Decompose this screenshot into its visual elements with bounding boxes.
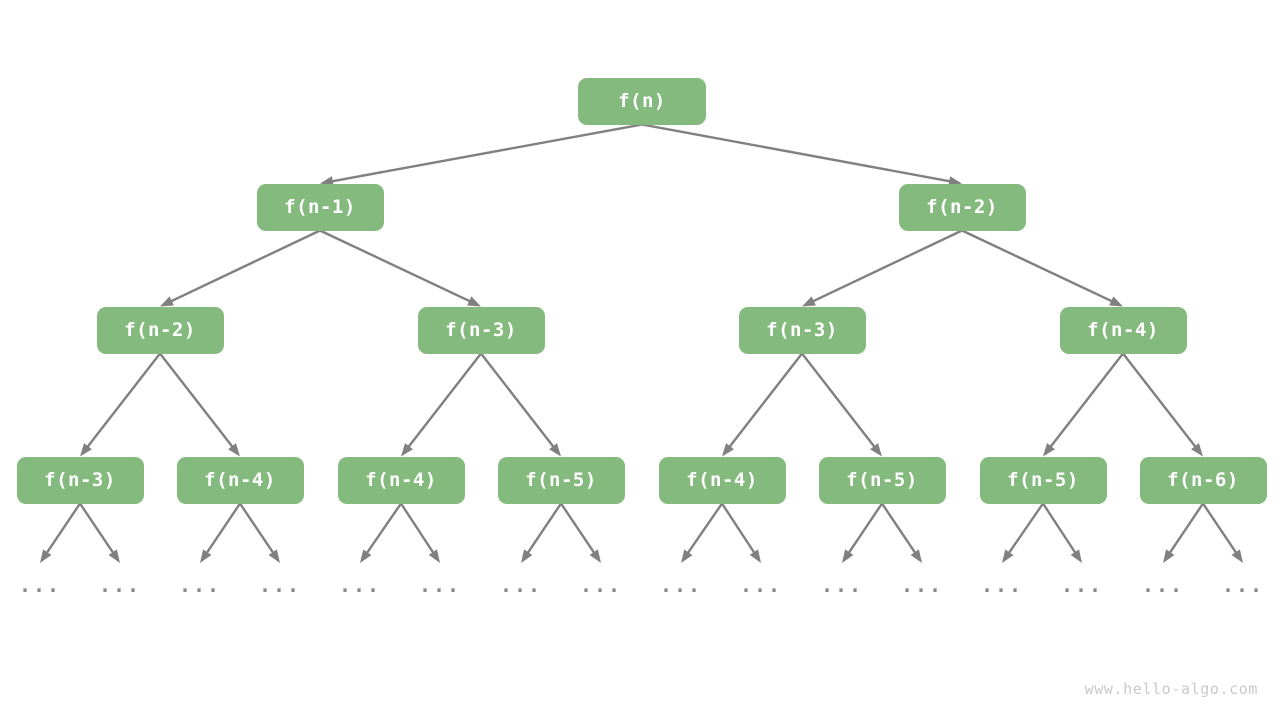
stub-edge-n11-to-e9: [720, 502, 761, 563]
stub-edge-n14-to-e14: [1163, 502, 1205, 563]
ellipsis-marker: ...: [659, 573, 703, 597]
ellipsis-marker: ...: [499, 573, 543, 597]
tree-node-n8: f(n-4): [176, 456, 304, 504]
stub-edge-n13-to-e12: [1002, 502, 1045, 563]
stub-edge-n7-to-e0: [40, 502, 82, 563]
stub-edge-n11-to-e8: [681, 502, 724, 563]
ellipsis-marker: ...: [980, 573, 1024, 597]
stub-edge-n10-to-e7: [559, 502, 601, 563]
watermark: www.hello-algo.com: [1084, 680, 1258, 698]
tree-node-n14: f(n-6): [1139, 456, 1267, 504]
ellipsis-marker: ...: [900, 573, 944, 597]
ellipsis-marker: ...: [418, 573, 462, 597]
tree-node-n2: f(n-2): [898, 183, 1026, 231]
edge-n5-to-n11: [722, 352, 804, 457]
ellipsis-marker: ...: [178, 573, 222, 597]
edge-n0-to-n1: [320, 123, 644, 187]
ellipsis-marker: ...: [18, 573, 62, 597]
edge-n4-to-n10: [479, 352, 561, 457]
stub-edge-n13-to-e13: [1041, 502, 1082, 563]
stub-edge-n12-to-e10: [842, 502, 884, 563]
tree-node-n11: f(n-4): [658, 456, 786, 504]
tree-node-n4: f(n-3): [417, 306, 545, 354]
edge-n6-to-n14: [1121, 352, 1203, 457]
tree-node-n13: f(n-5): [979, 456, 1107, 504]
stub-edge-n12-to-e11: [880, 502, 922, 563]
stub-edge-n10-to-e6: [521, 502, 563, 563]
tree-node-n6: f(n-4): [1059, 306, 1187, 354]
ellipsis-marker: ...: [579, 573, 623, 597]
ellipsis-marker: ...: [1060, 573, 1104, 597]
edge-n2-to-n6: [960, 229, 1123, 307]
ellipsis-marker: ...: [1221, 573, 1265, 597]
tree-node-n7: f(n-3): [16, 456, 144, 504]
ellipsis-marker: ...: [820, 573, 864, 597]
tree-node-n12: f(n-5): [818, 456, 946, 504]
ellipsis-marker: ...: [258, 573, 302, 597]
ellipsis-marker: ...: [338, 573, 382, 597]
tree-node-n9: f(n-4): [337, 456, 465, 504]
ellipsis-marker: ...: [1141, 573, 1185, 597]
edge-n1-to-n4: [318, 229, 481, 307]
tree-node-n0: f(n): [578, 77, 706, 125]
edge-n3-to-n8: [158, 352, 240, 457]
edge-n6-to-n13: [1043, 352, 1125, 457]
edge-n0-to-n2: [640, 123, 962, 187]
ellipsis-marker: ...: [739, 573, 783, 597]
ellipsis-marker: ...: [98, 573, 142, 597]
edge-n4-to-n9: [401, 352, 483, 457]
edge-n5-to-n12: [800, 352, 882, 457]
stub-edge-n8-to-e2: [200, 502, 242, 563]
stub-edge-n14-to-e15: [1201, 502, 1243, 563]
stub-edge-n8-to-e3: [238, 502, 280, 563]
stub-edge-n7-to-e1: [78, 502, 120, 563]
edge-n3-to-n7: [80, 352, 162, 457]
tree-node-n3: f(n-2): [96, 306, 224, 354]
tree-node-n5: f(n-3): [738, 306, 866, 354]
tree-node-n1: f(n-1): [256, 183, 384, 231]
tree-node-n10: f(n-5): [497, 456, 625, 504]
edge-n2-to-n5: [802, 229, 964, 307]
edge-n1-to-n3: [160, 229, 322, 307]
stub-edge-n9-to-e4: [360, 502, 403, 563]
stub-edge-n9-to-e5: [399, 502, 440, 563]
